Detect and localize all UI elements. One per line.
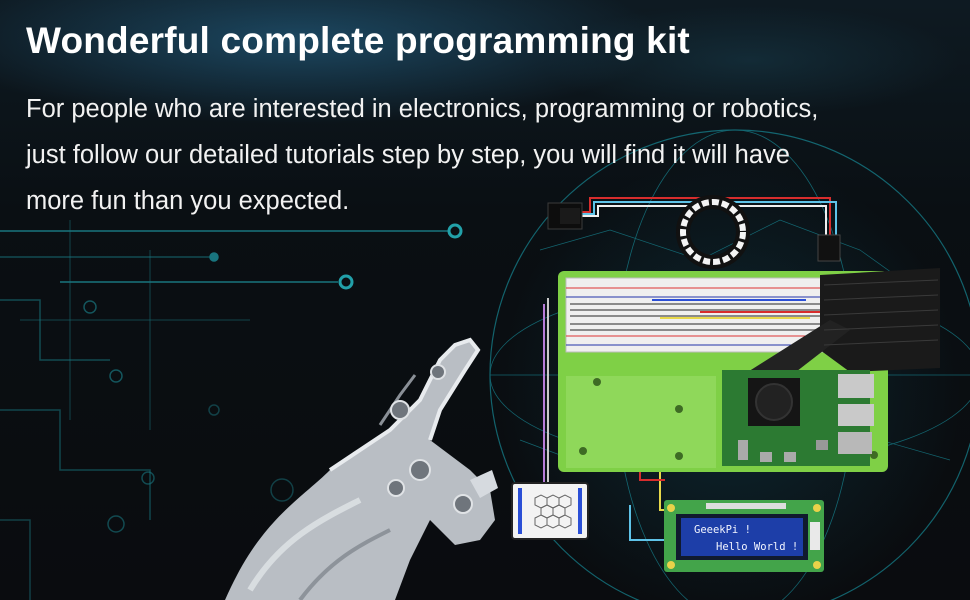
page-title: Wonderful complete programming kit [26,20,690,61]
description-line-3: more fun than you expected. [26,187,350,215]
robot-hand-icon [225,337,498,600]
lcd-display-icon: GeeekPi ! Hello World ! [664,500,824,572]
description-line-2: just follow our detailed tutorials step … [26,141,790,169]
touch-sensor-icon [511,482,589,540]
led-ring-icon [676,195,750,269]
circuit-lines-icon [0,220,463,600]
description-line-1: For people who are interested in electro… [26,95,819,123]
description: For people who are interested in electro… [26,86,946,224]
sensor-module-icon [547,202,583,230]
ribbon-cable-icon [735,234,940,392]
raspberry-pi-board-icon [722,370,874,466]
lcd-line-2: Hello World ! [716,541,798,553]
lcd-line-1: GeeekPi ! [694,524,751,536]
breadboard-icon [565,277,829,353]
